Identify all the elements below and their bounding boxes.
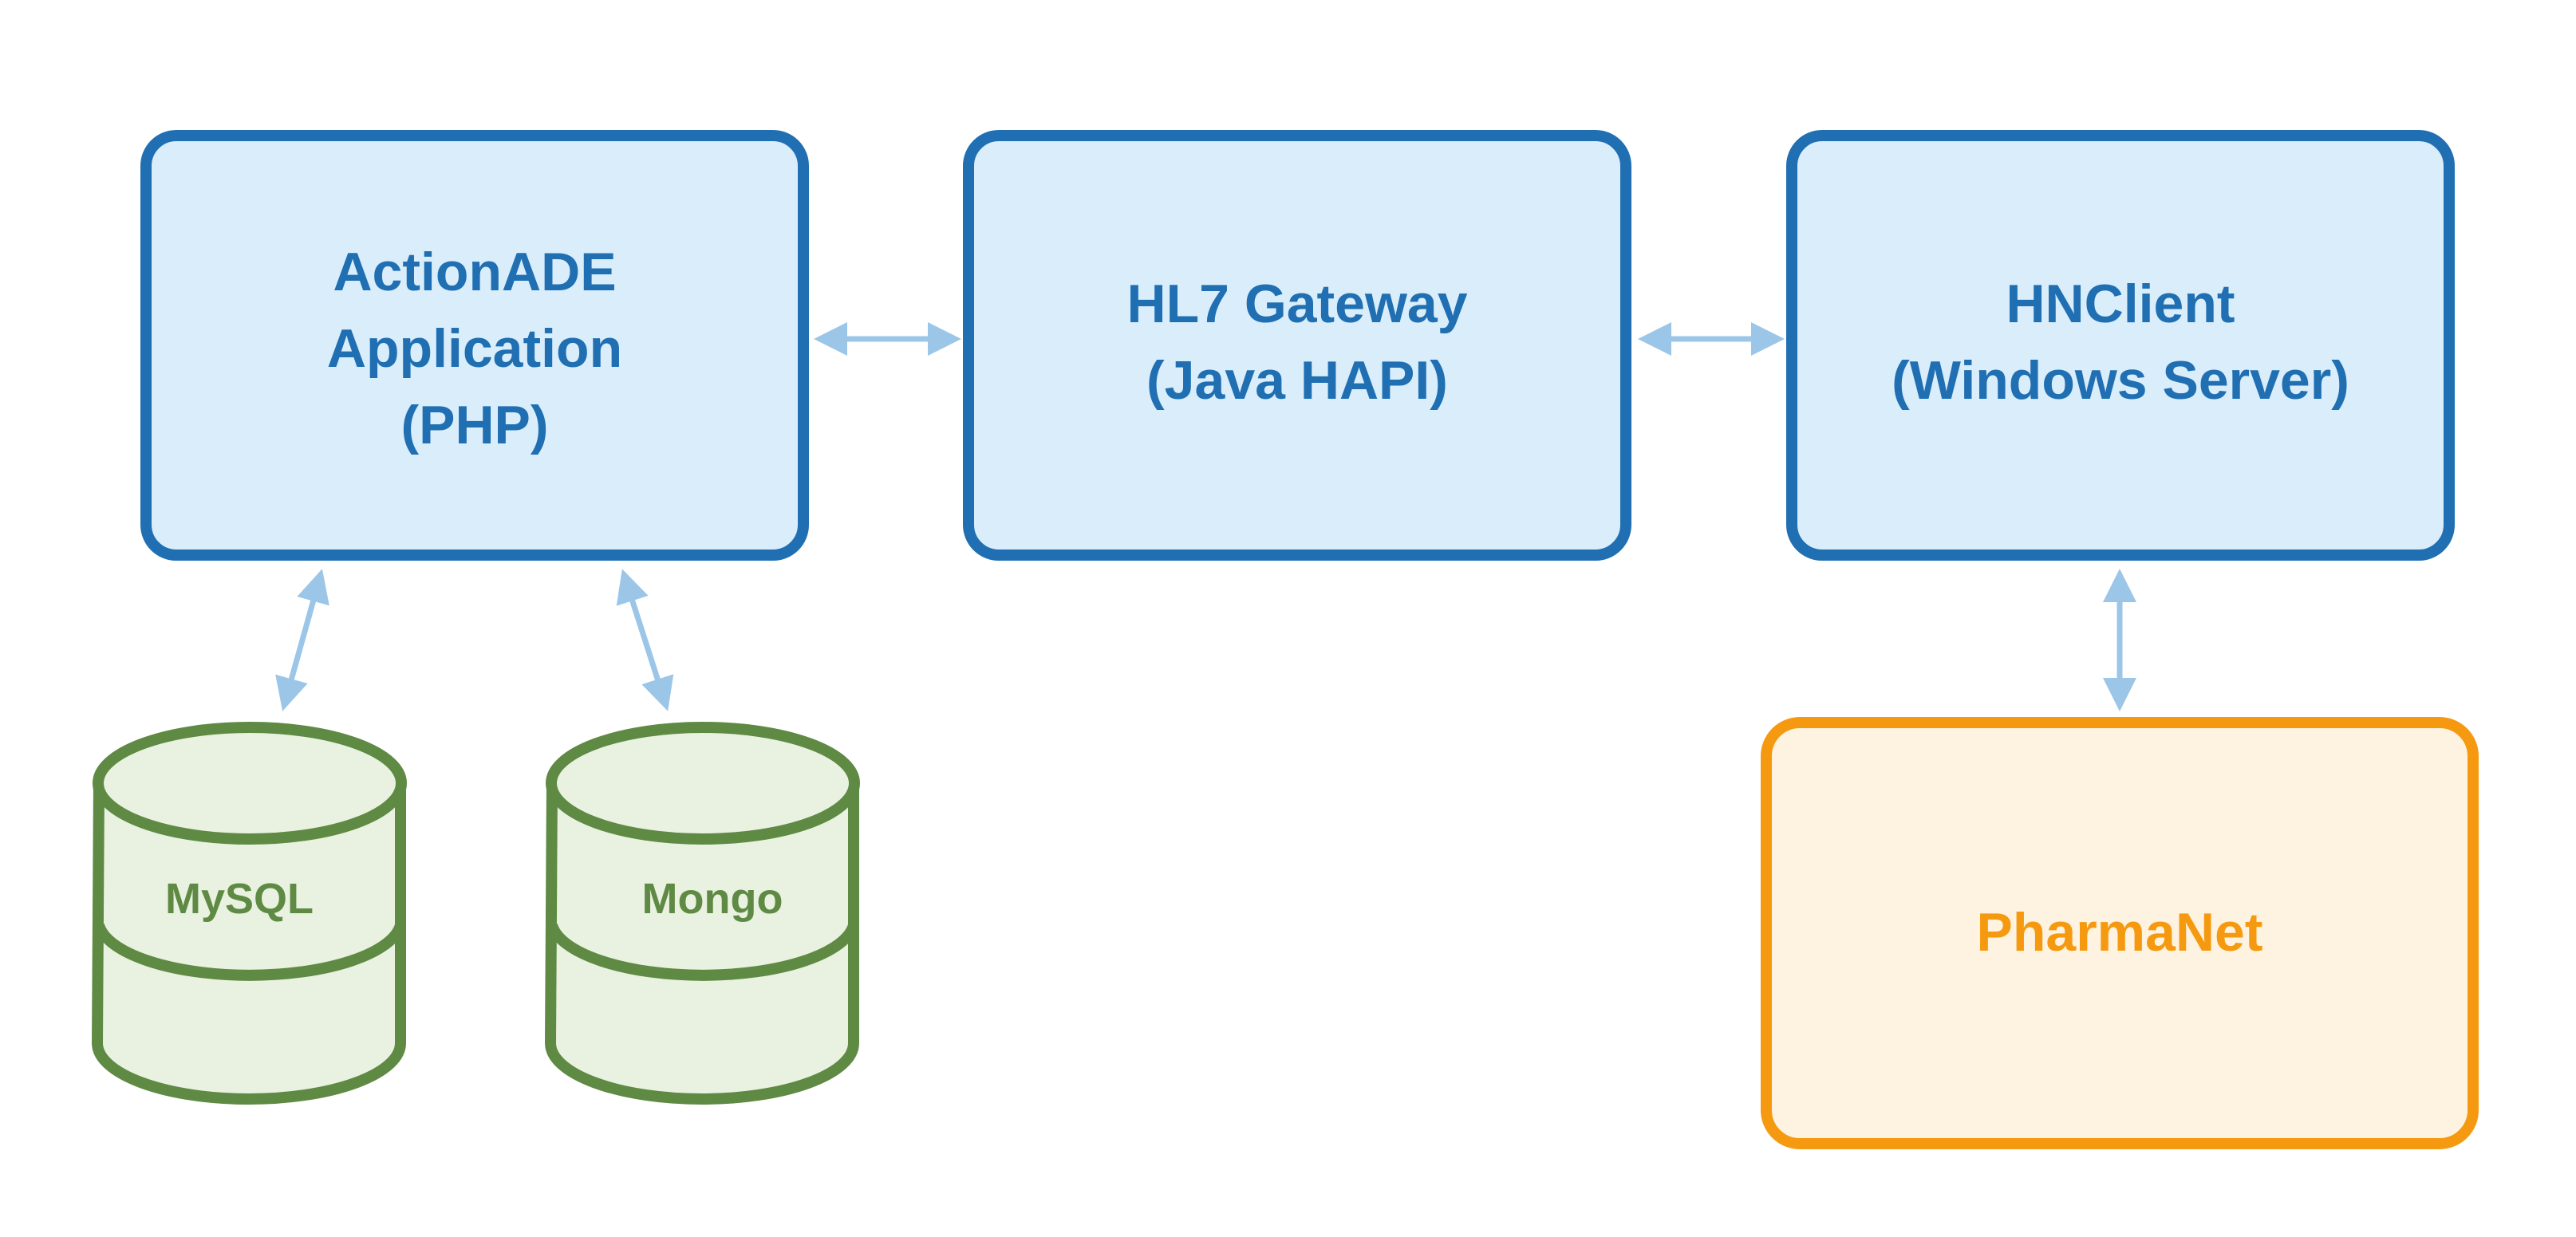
mongo-database: Mongo <box>545 722 860 1105</box>
connector-actionade-mysql <box>275 569 329 711</box>
actionade-tech: (PHP) <box>400 395 548 455</box>
pharmanet-label: PharmaNet <box>1976 902 2262 963</box>
actionade-subtitle: Application <box>327 318 622 379</box>
mongo-cylinder-top <box>546 722 860 845</box>
hnclient-tech: (Windows Server) <box>1892 350 2349 411</box>
mysql-cylinder-band <box>93 923 406 981</box>
mongo-cylinder-band <box>546 923 859 981</box>
pharmanet-box-frame <box>1761 717 2479 1149</box>
mysql-label: MySQL <box>165 875 314 923</box>
connector-actionade-mongo <box>616 569 674 711</box>
hnclient-box-frame <box>1786 130 2455 561</box>
actionade-box: ActionADE Application (PHP) <box>140 130 809 561</box>
mongo-cylinder-body <box>545 782 859 1105</box>
hnclient-box: HNClient (Windows Server) <box>1786 130 2455 561</box>
pharmanet-box: PharmaNet <box>1761 717 2479 1149</box>
mysql-cylinder-top <box>93 722 407 845</box>
mysql-database: MySQL <box>92 722 407 1105</box>
hl7-gateway-box-frame <box>963 130 1631 561</box>
hnclient-title: HNClient <box>2006 274 2235 334</box>
mysql-cylinder-body <box>92 782 406 1105</box>
hl7-gateway-tech: (Java HAPI) <box>1146 350 1448 411</box>
hl7-gateway-box: HL7 Gateway (Java HAPI) <box>963 130 1631 561</box>
hl7-gateway-title: HL7 Gateway <box>1126 274 1467 334</box>
connectors <box>275 322 2136 711</box>
actionade-box-frame <box>140 130 809 561</box>
mongo-label: Mongo <box>642 875 783 923</box>
actionade-title: ActionADE <box>333 242 616 302</box>
